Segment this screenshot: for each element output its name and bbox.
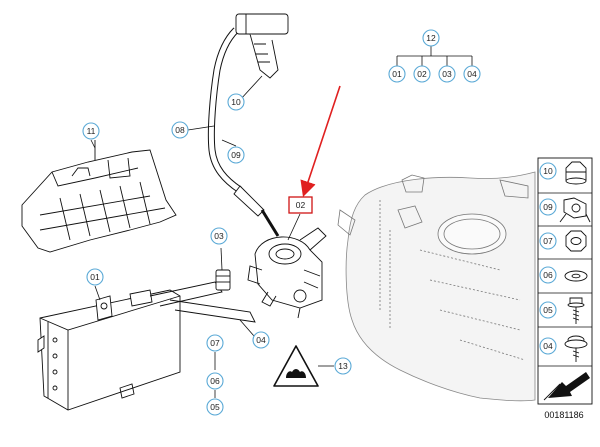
svg-text:05: 05 [543,305,553,315]
callout-12-02: 02 [413,65,431,83]
svg-text:06: 06 [210,376,220,386]
svg-text:08: 08 [175,125,185,135]
svg-text:05: 05 [210,402,220,412]
warning-triangle-icon [273,345,319,387]
valve-assembly [247,227,327,319]
hardware-sidebar: 10 09 07 [537,157,593,405]
svg-text:06: 06 [543,270,553,280]
callout-02-highlight: 02 [288,196,313,214]
leader-lines [90,46,473,398]
callout-12-03: 03 [438,65,456,83]
svg-text:04: 04 [543,341,553,351]
breather-pipe [207,13,289,237]
svg-text:07: 07 [543,236,553,246]
callout-10-top: 10 [227,93,245,111]
svg-text:04: 04 [467,69,477,79]
callout-12: 12 [422,29,440,47]
callout-03: 03 [210,227,228,245]
callout-12-04: 04 [463,65,481,83]
direction-arrow-icon [543,372,590,401]
svg-text:03: 03 [442,69,452,79]
bolt-icon [567,297,585,324]
svg-text:02: 02 [296,200,306,210]
svg-text:01: 01 [392,69,402,79]
callout-08: 08 [171,121,189,139]
callout-05: 05 [206,398,224,416]
sidebar-item-07[interactable]: 07 [539,230,587,252]
diagram-number: 00181186 [544,410,583,420]
hex-nut-icon [565,230,587,252]
callout-12-01: 01 [388,65,406,83]
svg-text:07: 07 [210,338,220,348]
sidebar-item-10[interactable]: 10 [539,161,587,185]
svg-text:03: 03 [214,231,224,241]
sidebar-item-06[interactable]: 06 [539,266,588,284]
svg-text:04: 04 [256,335,266,345]
callout-09-pipe: 09 [227,146,245,164]
sidebar-item-04[interactable]: 04 [539,335,588,362]
svg-text:12: 12 [426,33,436,43]
svg-text:10: 10 [543,166,553,176]
sidebar-item-09[interactable]: 09 [539,197,591,223]
screw-washer-icon [564,335,588,362]
svg-text:01: 01 [90,272,100,282]
highlight-arrow [300,85,341,198]
callout-01: 01 [86,268,104,286]
grommet [215,247,231,291]
svg-text:10: 10 [231,97,241,107]
callout-04: 04 [252,331,270,349]
sidebar-item-05[interactable]: 05 [539,297,585,324]
washer-icon [564,270,588,282]
svg-text:11: 11 [87,126,96,136]
carbon-canister [37,281,256,411]
fuel-tank [337,171,536,402]
svg-text:09: 09 [543,202,553,212]
nut-cap-icon [565,161,587,185]
heat-shield [21,140,177,253]
svg-text:09: 09 [231,150,241,160]
callout-13: 13 [334,357,352,375]
callout-11: 11 [82,122,100,140]
callout-06: 06 [206,372,224,390]
svg-text:02: 02 [417,69,427,79]
svg-text:13: 13 [338,361,348,371]
clip-icon [559,197,591,223]
callout-07: 07 [206,334,224,352]
